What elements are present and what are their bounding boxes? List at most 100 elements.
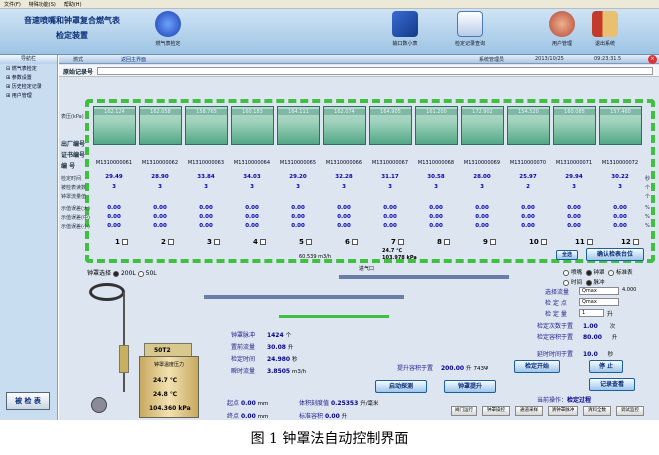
counterweight: [119, 345, 129, 373]
meter-station: 8: [437, 238, 467, 246]
close-icon[interactable]: ×: [648, 55, 657, 64]
count-value: 1.00: [582, 323, 598, 330]
meter-query-button[interactable]: 被 检 表: [6, 392, 50, 410]
toolbar-records[interactable]: 检定记录查询: [440, 11, 500, 53]
meter-reading: 3: [480, 184, 484, 190]
meter-station: 3: [207, 238, 237, 246]
stop-button[interactable]: 停 止: [589, 360, 623, 373]
meter-pressure: 162.074: [324, 109, 365, 115]
valve-run-button[interactable]: 阀门运行: [451, 406, 477, 416]
meter-serial: M1310000061: [95, 160, 133, 166]
meter-checkbox[interactable]: [540, 239, 547, 245]
radio-bell[interactable]: [585, 269, 592, 276]
meter-number: 2: [161, 238, 166, 246]
meter-checkbox[interactable]: [259, 239, 266, 245]
press-unit: kPa: [406, 255, 417, 261]
meter-column: 158.765: [185, 106, 228, 145]
radio-nozzle[interactable]: [563, 269, 569, 276]
row-label-bell-flow: 钟罩流量值: [61, 194, 87, 200]
meter-station: 5: [299, 238, 329, 246]
toolbar-small-meter[interactable]: 输口数小表: [375, 11, 435, 53]
meter-checkbox[interactable]: [351, 239, 358, 245]
meter-number: 6: [345, 238, 350, 246]
clear-all-button[interactable]: 清料全数: [583, 406, 611, 416]
menu-file[interactable]: 文件(F): [4, 2, 21, 8]
point-select[interactable]: Qmax: [579, 298, 619, 306]
meter-error: 0.00: [383, 205, 397, 211]
meter-column: 164.111: [277, 106, 320, 145]
flow-select[interactable]: Qmax: [579, 287, 619, 295]
meter-error: 0.00: [107, 205, 121, 211]
menu-special[interactable]: 特殊功能(S): [28, 2, 56, 8]
app-banner: 音速喷嘴和钟罩复合燃气表检定装置 燃气表检定 输口数小表 检定记录查询 用户管理…: [0, 9, 659, 55]
toolbar-exit[interactable]: 退出系统: [575, 11, 635, 53]
bell-tank: [139, 356, 199, 418]
meter-checkbox[interactable]: [213, 239, 220, 245]
meter-checkbox[interactable]: [586, 239, 593, 245]
meter-checkbox[interactable]: [443, 239, 450, 245]
meter-pressure: 160.183: [232, 109, 273, 115]
meter-error: 0.00: [199, 205, 213, 211]
meter-error: 0.00: [291, 214, 305, 220]
clear-bell-pulse-button[interactable]: 清钟罩脉冲: [548, 406, 578, 416]
meter-pressure: 162.124: [94, 109, 135, 115]
qty-row: 检 定 量: [545, 309, 567, 318]
meter-column: 162.058: [139, 106, 182, 145]
meter-reading: 3: [296, 184, 300, 190]
meter-serial: M1310000071: [555, 160, 593, 166]
meter-error: 0.00: [521, 205, 535, 211]
meter-station: 4: [253, 238, 283, 246]
meter-column: 154.520: [507, 106, 550, 145]
sidebar-item-verify[interactable]: ⊟ 燃气表检定: [6, 66, 37, 72]
qty-select[interactable]: 1: [579, 309, 604, 317]
record-view-button[interactable]: 记录查看: [589, 378, 635, 391]
bell-control-button[interactable]: 钟罩操控: [482, 406, 510, 416]
meter-column: 157.460: [599, 106, 642, 145]
radio-time[interactable]: [563, 279, 569, 286]
record-input[interactable]: [97, 67, 653, 75]
meter-checkbox[interactable]: [121, 239, 128, 245]
meter-reading: 3: [158, 184, 162, 190]
meter-checkbox[interactable]: [489, 239, 496, 245]
meter-number: 7: [391, 238, 396, 246]
lift-label: 提升容积于置: [397, 365, 434, 372]
meter-error: 0.00: [613, 214, 627, 220]
toolbar-gas-meter-verify[interactable]: 燃气表检定: [138, 11, 198, 53]
bell-lift-button[interactable]: 钟罩提升: [444, 380, 496, 393]
inlet-label: 进气口: [359, 266, 375, 272]
debug-monitor-button[interactable]: 调试监控: [616, 406, 644, 416]
radio-pulse[interactable]: [585, 279, 592, 286]
row-label-time: 检定时间: [61, 176, 82, 182]
meter-checkbox[interactable]: [632, 239, 639, 245]
channel-sample-button[interactable]: 通道采样: [515, 406, 543, 416]
radio-200l-label: 200L: [120, 270, 136, 277]
select-all-button[interactable]: 全选: [556, 250, 578, 260]
toolbar-users[interactable]: 用户管理: [532, 11, 592, 53]
confirm-station-button[interactable]: 确认检表台位: [586, 248, 644, 261]
sidebar-item-history[interactable]: ⊞ 历史检定记录: [6, 84, 42, 90]
start-probe-button[interactable]: 启动探测: [375, 380, 427, 393]
menu-help[interactable]: 帮助(H): [63, 2, 82, 8]
meter-error: 0.00: [567, 223, 581, 229]
start-test-button[interactable]: 检定开始: [514, 360, 560, 373]
meter-station: 7: [391, 238, 421, 246]
meter-checkbox[interactable]: [397, 239, 404, 245]
lift-unit: 升: [466, 366, 472, 372]
sidebar-item-params[interactable]: ⊞ 参数设置: [6, 75, 32, 81]
radio-50l[interactable]: [137, 270, 144, 277]
start-value: 0.00: [240, 400, 256, 407]
meter-time: 34.03: [243, 174, 261, 180]
meter-time: 32.28: [335, 174, 353, 180]
radio-200l[interactable]: [112, 270, 119, 277]
radio-std[interactable]: [608, 269, 615, 276]
back-link[interactable]: 返回主界面: [121, 57, 147, 63]
meter-checkbox[interactable]: [167, 239, 174, 245]
meter-checkbox[interactable]: [305, 239, 312, 245]
toolbar-label: 检定记录查询: [454, 41, 485, 47]
app-title-line2: 检定装置: [56, 31, 88, 40]
meter-error: 0.00: [567, 205, 581, 211]
pulse-value: 1424: [266, 332, 284, 339]
qty-label: 检 定 量: [545, 311, 567, 318]
bell-cable: [123, 292, 125, 392]
sidebar-item-users[interactable]: ⊞ 用户管理: [6, 93, 32, 99]
